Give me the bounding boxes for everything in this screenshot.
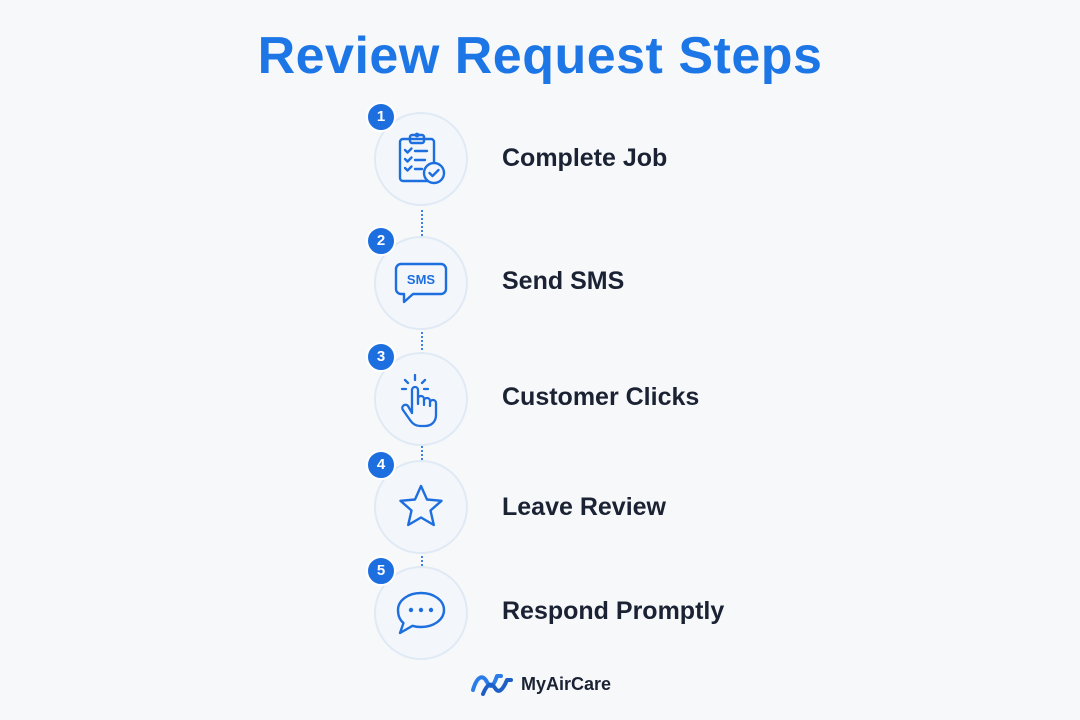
sms-bubble-icon: SMS — [394, 262, 448, 304]
hand-pointer-click-icon — [400, 373, 438, 428]
step-5: 5 Respond Promptly — [366, 556, 794, 662]
star-icon — [399, 484, 443, 527]
step-connector — [421, 446, 423, 460]
step-4: 4 Leave Review — [366, 450, 794, 556]
step-icon-circle — [374, 112, 468, 206]
clipboard-check-icon — [398, 132, 446, 185]
step-number-badge: 2 — [366, 226, 396, 256]
step-connector — [421, 552, 423, 566]
step-number-badge: 4 — [366, 450, 396, 480]
step-1: 1 Complete Job — [366, 102, 794, 208]
step-icon-circle — [374, 460, 468, 554]
step-label: Complete Job — [502, 144, 668, 172]
step-label: Customer Clicks — [502, 383, 700, 411]
chat-bubble-dots-icon — [396, 591, 446, 635]
sms-icon-text: SMS — [407, 272, 436, 287]
step-icon-circle — [374, 352, 468, 446]
page-title: Review Request Steps — [257, 27, 823, 85]
step-connector — [421, 210, 423, 236]
step-number-badge: 3 — [366, 342, 396, 372]
step-connector — [421, 332, 423, 354]
brand-name: MyAirCare — [521, 674, 612, 694]
step-3: 3 Customer Clicks — [366, 342, 794, 448]
myaircare-logo-icon — [471, 674, 513, 696]
step-2: SMS 2 Send SMS — [366, 226, 794, 332]
step-icon-circle — [374, 566, 468, 660]
step-label: Leave Review — [502, 493, 666, 521]
step-number-badge: 1 — [366, 102, 396, 132]
step-label: Respond Promptly — [502, 597, 725, 625]
step-number-badge: 5 — [366, 556, 396, 586]
step-label: Send SMS — [502, 267, 625, 295]
